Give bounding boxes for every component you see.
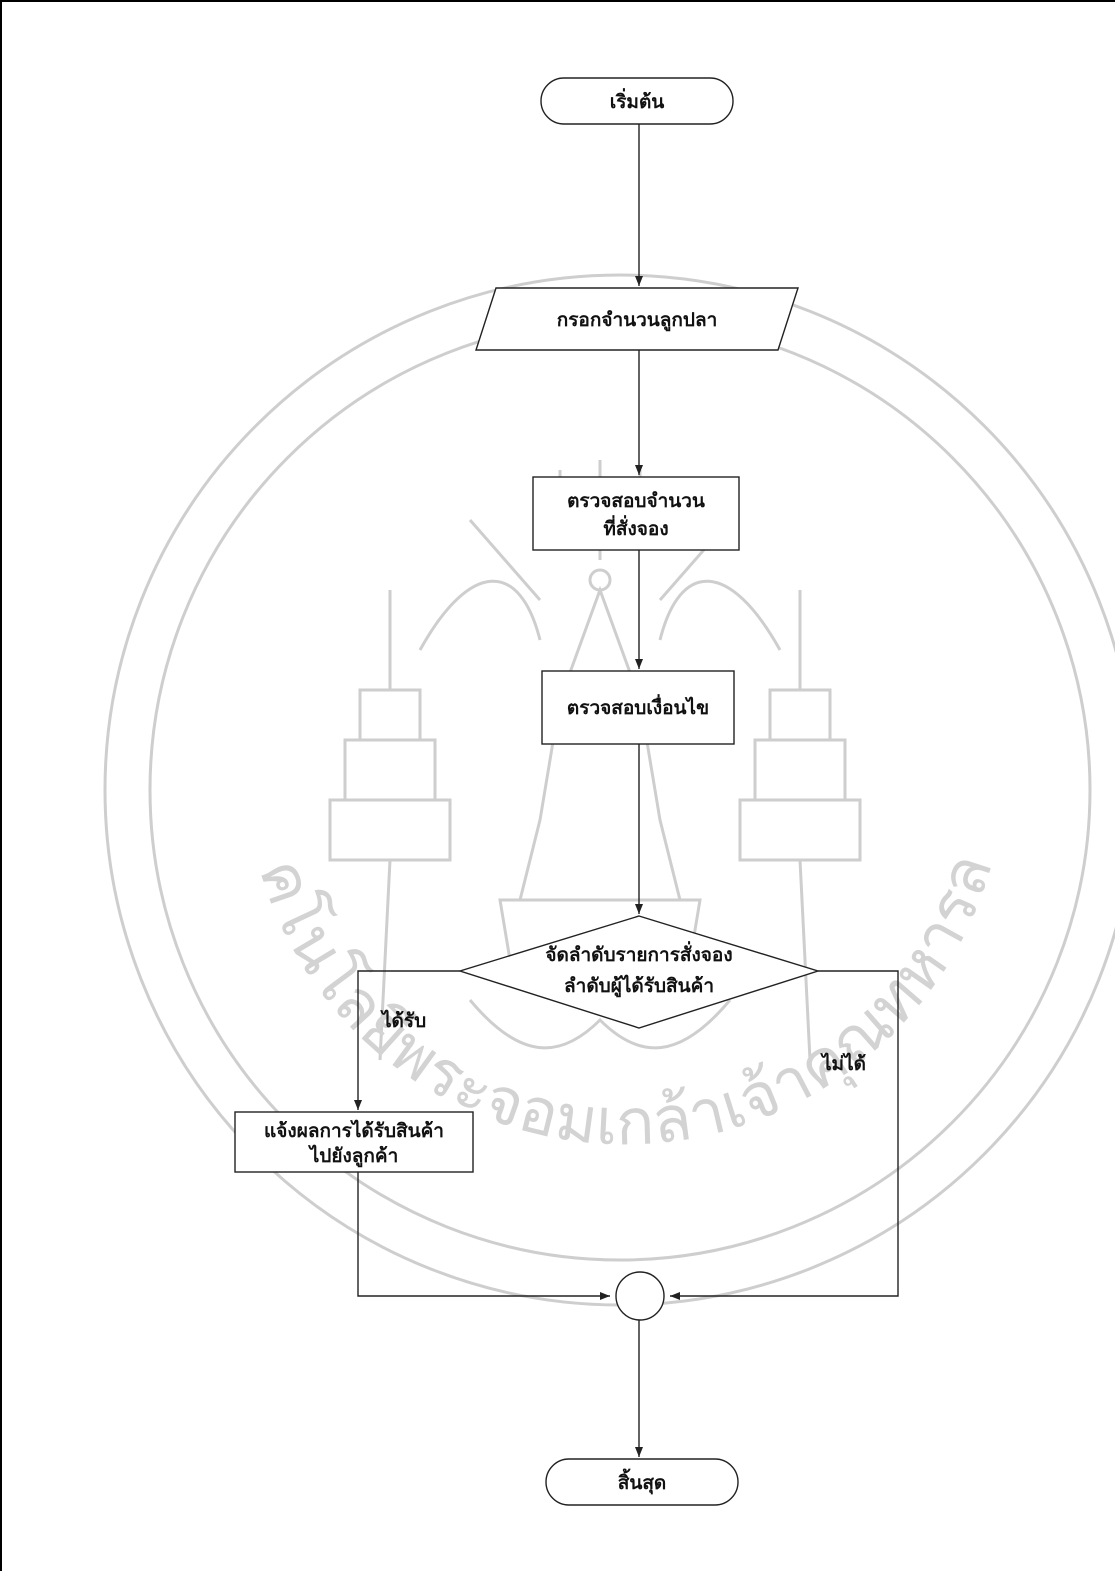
seal-right-tower	[738, 590, 862, 1061]
start-label: เริ่มต้น	[610, 88, 665, 113]
arrow-decision-no	[670, 970, 899, 1300]
branch-no-label: ไม่ได้	[820, 1052, 866, 1075]
end-label: สิ้นสุด	[618, 1468, 667, 1495]
check-quantity-line2: ที่สั่งจอง	[603, 515, 668, 540]
end-terminator: สิ้นสุด	[545, 1458, 739, 1506]
seal-left-tower	[328, 590, 452, 1061]
decision-diamond: จัดลำดับรายการสั่งจอง ลำดับผู้ได้รับสินค…	[457, 915, 821, 1029]
arrow-decision-yes	[354, 970, 460, 1110]
input-box: กรอกจำนวนลูกปลา	[475, 287, 799, 351]
watermark-seal: สถาบันเทคโนโลยีพระจอมเกล้าเจ้าคุณทหารลาด…	[0, 0, 1115, 1307]
arrow-notify-to-merge	[357, 1172, 610, 1300]
notify-line2: ไปยังลูกค้า	[308, 1144, 399, 1168]
notify-line1: แจ้งผลการได้รับสินค้า	[264, 1119, 444, 1142]
branch-yes-label: ได้รับ	[380, 1009, 426, 1032]
start-terminator: เริ่มต้น	[540, 77, 734, 125]
process-notify-customer: แจ้งผลการได้รับสินค้า ไปยังลูกค้า	[234, 1111, 474, 1173]
input-label: กรอกจำนวนลูกปลา	[557, 309, 718, 332]
process-check-conditions: ตรวจสอบเงื่อนไข	[541, 670, 735, 745]
merge-connector	[615, 1271, 665, 1321]
decision-line2: ลำดับผู้ได้รับสินค้า	[564, 974, 714, 998]
check-conditions-label: ตรวจสอบเงื่อนไข	[567, 694, 709, 719]
flow-connectors	[354, 124, 899, 1457]
process-check-quantity: ตรวจสอบจำนวน ที่สั่งจอง	[532, 476, 740, 551]
check-quantity-line1: ตรวจสอบจำนวน	[567, 490, 705, 512]
decision-line1: จัดลำดับรายการสั่งจอง	[545, 941, 732, 966]
